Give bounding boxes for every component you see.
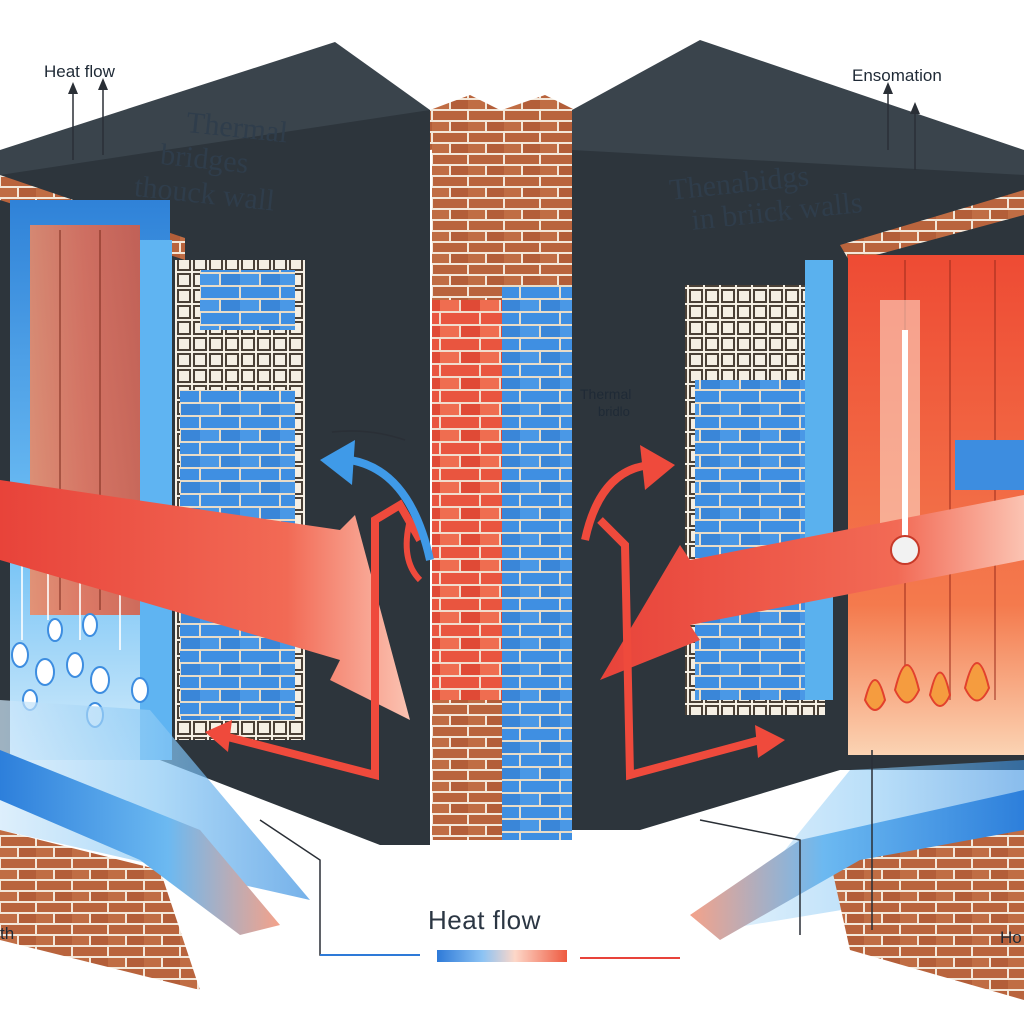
left-heat-arrows xyxy=(0,440,434,781)
water-drop-icon xyxy=(82,613,98,637)
right-wall-block xyxy=(572,40,1024,830)
ensomation-label: Ensomation xyxy=(852,66,942,85)
left-blue-curve-head xyxy=(320,440,355,485)
right-red-curve-head xyxy=(640,445,675,490)
left-floor-cold-zone xyxy=(0,700,310,900)
right-floor-brick xyxy=(830,820,1024,1000)
column-left-brick xyxy=(432,110,502,310)
right-red-heat-arrow xyxy=(600,495,1024,680)
legend-gradient-bar xyxy=(437,950,567,962)
column-right-blue xyxy=(502,285,572,840)
column-left-base xyxy=(432,700,502,840)
leader-arrowheads xyxy=(68,78,920,114)
water-drop-icon xyxy=(90,666,110,694)
left-floor-brick xyxy=(0,830,200,990)
left-blue-curve-arrow xyxy=(349,456,434,561)
water-drop-icon xyxy=(35,658,55,686)
leader-lines xyxy=(72,85,916,956)
right-floor-blue-arrow xyxy=(690,790,1024,940)
left-edge-fragment: th xyxy=(0,924,15,943)
flame-icon xyxy=(863,679,887,711)
left-red-drop-arrow xyxy=(403,519,423,583)
arrow-up-icon xyxy=(68,82,78,94)
column-right-brick xyxy=(502,110,572,290)
flame-icon xyxy=(928,671,952,707)
thermal-bridge-label-2: bridlo xyxy=(598,404,630,419)
arrow-up-icon xyxy=(98,78,108,90)
right-edge-fragment: Ho xyxy=(1000,928,1022,947)
right-red-loop-head xyxy=(755,725,785,758)
left-blue-bricks-top xyxy=(200,270,295,330)
right-blue-stripe xyxy=(805,260,833,700)
arrow-up-icon xyxy=(910,102,920,114)
flame-icons xyxy=(863,662,991,711)
arrow-up-icon xyxy=(883,82,893,94)
water-drop-icon xyxy=(47,618,63,642)
left-red-heat-arrow xyxy=(0,480,410,720)
heat-flow-top-label: Heat flow xyxy=(44,62,115,81)
left-wall-block xyxy=(0,42,430,845)
legend-title: Heat flow xyxy=(428,905,541,935)
left-floor-blue-arrow xyxy=(0,750,280,935)
down-arrow-icon xyxy=(890,535,920,565)
right-red-loop-arrow xyxy=(597,517,762,781)
water-drop-icon xyxy=(66,652,84,678)
flame-icon xyxy=(893,664,921,704)
left-red-loop-arrow xyxy=(219,499,424,781)
center-brick-column xyxy=(430,95,575,840)
water-drop-icon xyxy=(131,677,149,703)
right-blue-strip xyxy=(955,440,1024,490)
thermal-bridge-label-1: Thermal xyxy=(580,386,632,402)
left-red-loop-head xyxy=(205,720,232,752)
right-red-curve-arrow xyxy=(581,461,651,541)
water-drop-icon xyxy=(11,642,29,668)
right-blue-bricks xyxy=(695,380,805,700)
right-wall-brick-top xyxy=(840,190,1024,262)
flame-icon xyxy=(963,662,991,702)
column-left-red xyxy=(432,300,502,730)
left-cold-strip xyxy=(140,240,172,760)
right-heat-arrows xyxy=(581,330,1024,781)
